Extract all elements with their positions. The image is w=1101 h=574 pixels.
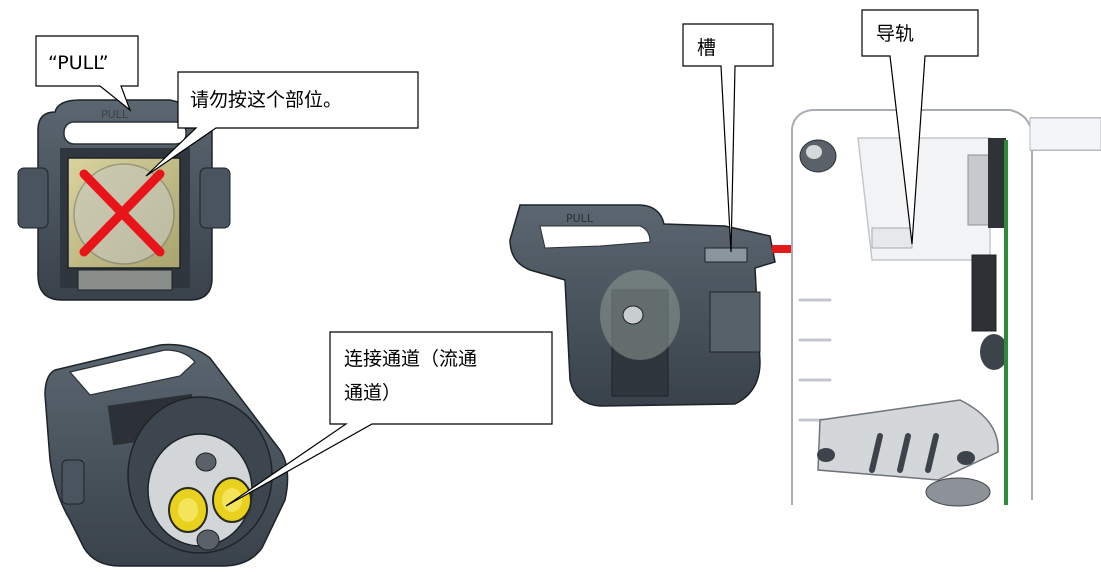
svg-text:PULL: PULL [566, 212, 594, 225]
guide-rail [871, 227, 913, 249]
red-x-icon [79, 169, 165, 257]
rail-text: 导轨 [876, 23, 914, 45]
connector-pins [971, 254, 997, 332]
channel-text-line1: 连接通道（流通 [344, 348, 477, 370]
slot-callout: 槽 [682, 23, 774, 253]
slot-text: 槽 [697, 37, 716, 59]
rail-callout: 导轨 [861, 9, 979, 245]
dont-press-text: 请勿按这个部位。 [190, 89, 342, 111]
cartridge-side-view: PULL [509, 204, 776, 407]
channel-callout: 连接通道（流通 通道） [225, 331, 553, 507]
svg-text:PULL: PULL [101, 108, 129, 121]
instrument-housing [791, 109, 1101, 507]
dont-press-callout: 请勿按这个部位。 [145, 71, 419, 177]
channel-text-line2: 通道） [344, 382, 401, 404]
cartridge-underside-view [44, 343, 289, 567]
pull-label-callout: “PULL” [35, 35, 139, 112]
slot-groove [704, 247, 748, 263]
pull-label-text: “PULL” [48, 52, 109, 74]
fluid-ports [168, 477, 252, 533]
cartridge-front-view: PULL [17, 99, 231, 301]
